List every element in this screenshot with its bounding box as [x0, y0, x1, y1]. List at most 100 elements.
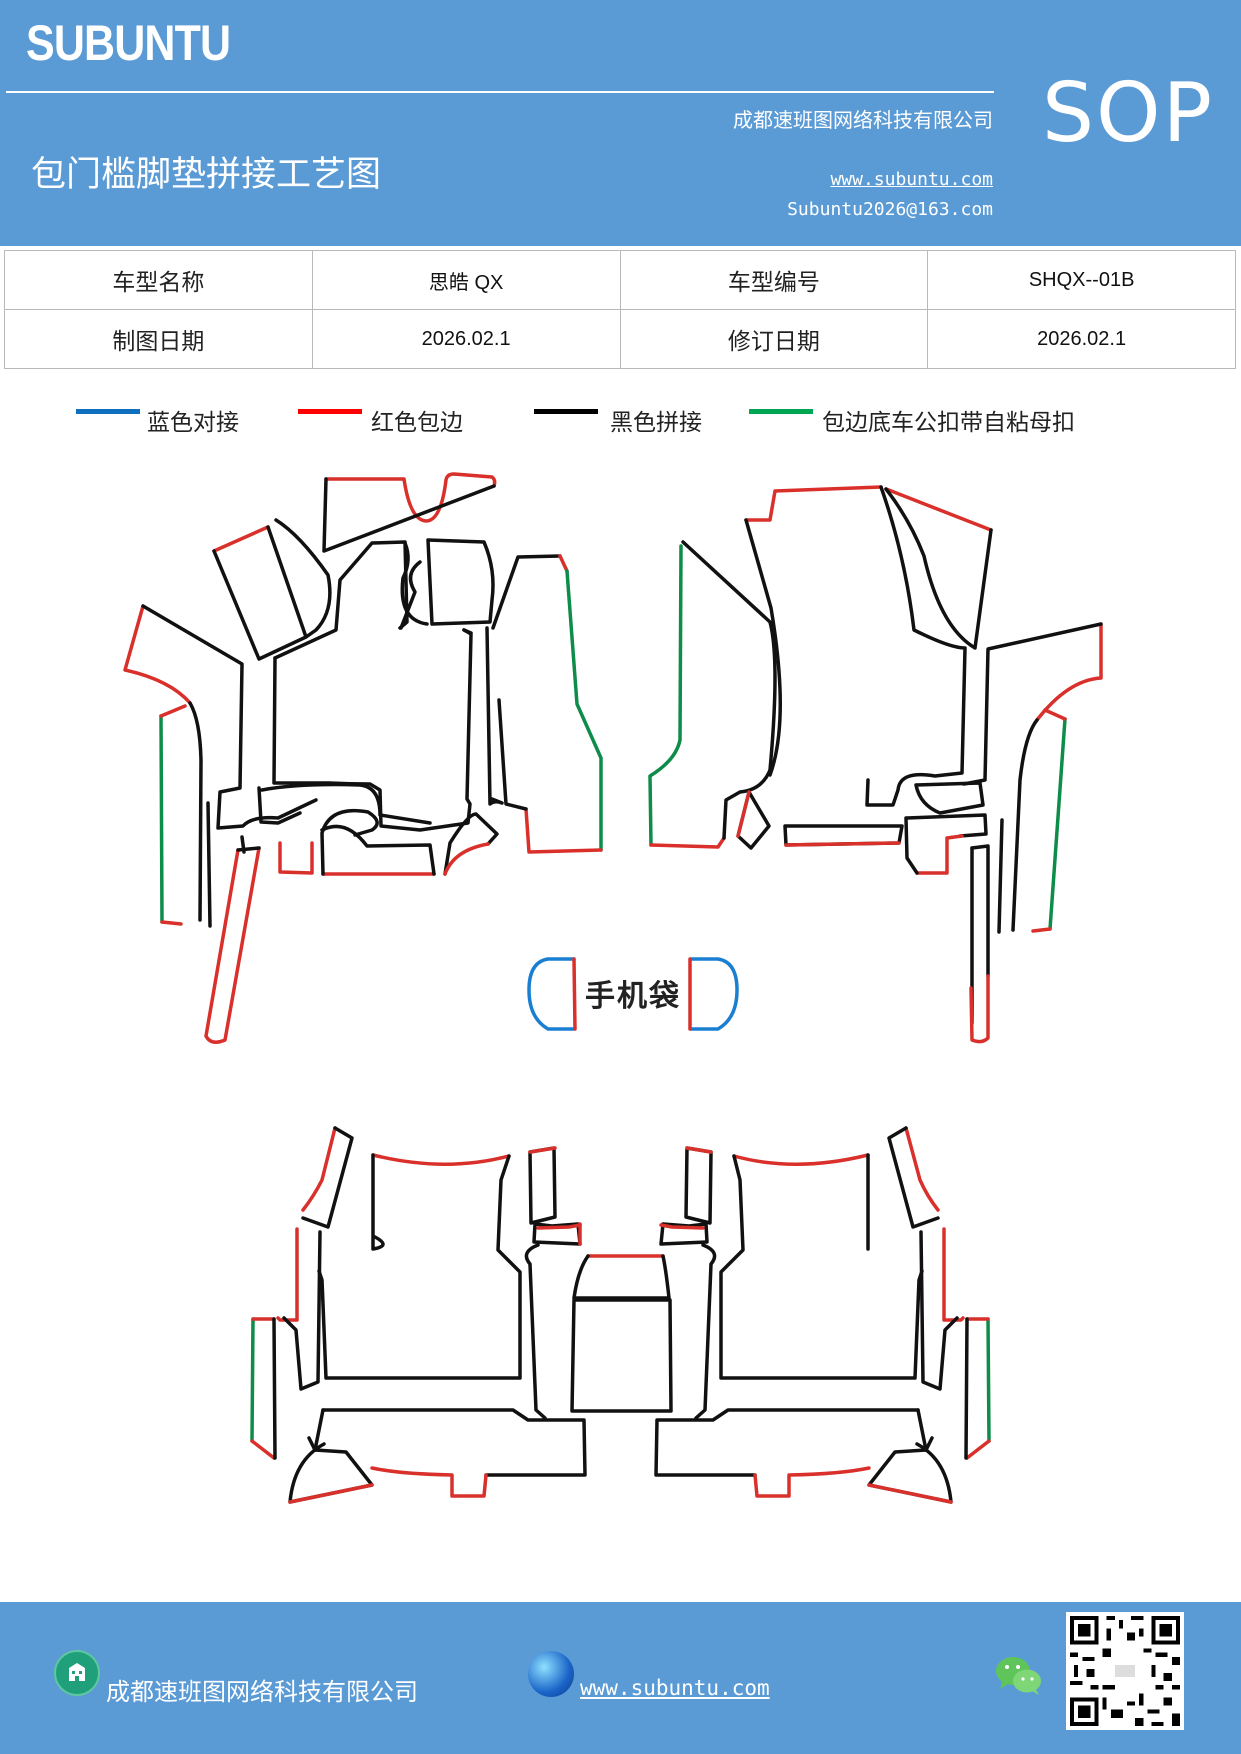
edge-binding-line: [884, 487, 993, 532]
edge-binding-line: [904, 1126, 940, 1212]
seam-line: [257, 786, 302, 825]
model-code-value: SHQX--01B: [927, 250, 1236, 310]
seam-line: [572, 1254, 671, 1300]
edge-binding-line: [685, 1146, 713, 1154]
edge-binding-line: [1031, 927, 1052, 933]
header-divider: [6, 91, 994, 93]
seam-line: [914, 781, 985, 815]
front-left-mat-group: [123, 472, 603, 1044]
rear-right-mat-group: [654, 1126, 991, 1504]
edge-binding-line: [942, 1227, 965, 1322]
seam-line: [654, 1408, 920, 1477]
butt-joint-line: [689, 957, 739, 1031]
seam-line: [188, 701, 203, 922]
model-code-label: 车型编号: [619, 250, 929, 310]
legend-label-green: 包边底车公扣带自粘母扣: [822, 410, 1075, 436]
seam-line: [462, 628, 473, 635]
edge-binding-line: [867, 1483, 953, 1504]
edge-binding-line: [160, 920, 183, 926]
seam-line: [317, 1153, 522, 1380]
seam-line: [491, 554, 562, 630]
seam-line: [236, 846, 261, 852]
velcro-line: [565, 569, 603, 852]
edge-binding-line: [159, 704, 187, 718]
legend-swatch-black: [534, 409, 598, 414]
edge-binding-line: [558, 554, 569, 573]
seam-line: [282, 1230, 322, 1391]
seam-line: [443, 812, 499, 876]
table-row: 制图日期 2026.02.1 修订日期 2026.02.1: [4, 309, 1236, 369]
seam-line: [744, 518, 782, 777]
footer-website-link[interactable]: www.subuntu.com: [580, 1676, 770, 1700]
edge-binding-line: [528, 1146, 557, 1154]
header-company: 成都速班图网络科技有限公司: [733, 108, 993, 132]
velcro-line: [250, 1317, 255, 1443]
seam-line: [905, 813, 988, 838]
seam-line: [865, 485, 967, 807]
header-website-link[interactable]: www.subuntu.com: [830, 169, 993, 190]
seam-line: [528, 1146, 557, 1225]
seam-line: [274, 518, 332, 639]
seam-line: [141, 604, 318, 830]
seam-line: [904, 816, 919, 875]
edge-binding-line: [276, 1227, 299, 1322]
seam-line: [884, 487, 993, 650]
seam-line: [399, 560, 422, 630]
edge-binding-line: [288, 1483, 374, 1504]
edge-binding-line: [744, 485, 883, 522]
edge-binding-line: [524, 807, 603, 854]
seam-line: [400, 541, 429, 626]
phone-bag-group: [527, 957, 739, 1031]
edge-binding-line: [969, 974, 990, 1044]
edge-binding-line: [370, 1466, 488, 1498]
model-name-value: 思皓 QX: [311, 250, 621, 310]
revise-date-label: 修订日期: [619, 309, 929, 369]
building-icon: [54, 1650, 100, 1696]
edge-binding-line: [572, 957, 577, 1031]
draw-date-value: 2026.02.1: [311, 309, 621, 369]
edge-binding-line: [204, 846, 261, 1044]
seam-line: [240, 835, 246, 854]
edge-binding-line: [1043, 708, 1067, 721]
velcro-line: [986, 1317, 991, 1443]
seam-line: [307, 1436, 317, 1452]
seam-line: [997, 818, 1004, 934]
footer-banner: 成都速班图网络科技有限公司 www.subuntu.com: [0, 1602, 1241, 1754]
qr-code-icon[interactable]: [1066, 1612, 1184, 1730]
seam-line: [684, 1146, 713, 1225]
seam-line: [719, 1153, 924, 1380]
rear-left-mat-group: [250, 1126, 587, 1504]
footer-company: 成都速班图网络科技有限公司: [106, 1678, 418, 1706]
seam-line: [659, 1222, 709, 1246]
legend-swatch-red: [298, 409, 362, 414]
seam-line: [919, 1230, 959, 1391]
legend: 蓝色对接 红色包边 黑色拼接 包边底车公扣带自粘母扣: [0, 395, 1241, 445]
mat-layout-diagram: 手机袋: [123, 472, 1103, 1504]
edge-binding-line: [753, 1466, 871, 1498]
legend-swatch-blue: [76, 409, 140, 414]
seam-line: [570, 1298, 673, 1413]
edge-binding-line: [659, 1223, 705, 1230]
seam-line: [273, 540, 409, 660]
seam-line: [681, 540, 777, 840]
edge-binding-line: [915, 834, 964, 875]
edge-binding-line: [301, 1126, 337, 1212]
info-table: 车型名称 思皓 QX 车型编号 SHQX--01B 制图日期 2026.02.1…: [4, 250, 1236, 369]
edge-binding-line: [250, 1317, 276, 1460]
front-right-mat-group: [648, 485, 1103, 1044]
seam-line: [272, 628, 473, 832]
table-row: 车型名称 思皓 QX 车型编号 SHQX--01B: [4, 250, 1236, 310]
seam-line: [320, 824, 436, 876]
wechat-icon[interactable]: [994, 1654, 1044, 1698]
velcro-line: [648, 544, 683, 847]
seam-line: [524, 1243, 547, 1420]
seam-line: [206, 801, 212, 928]
seam-line: [962, 622, 1103, 786]
edge-binding-line: [212, 525, 270, 553]
seam-line: [322, 477, 496, 553]
edge-binding-line: [324, 472, 497, 523]
revise-date-value: 2026.02.1: [927, 309, 1236, 369]
model-name-label: 车型名称: [4, 250, 313, 310]
edge-binding-line: [649, 836, 726, 849]
legend-label-blue: 蓝色对接: [147, 410, 239, 436]
